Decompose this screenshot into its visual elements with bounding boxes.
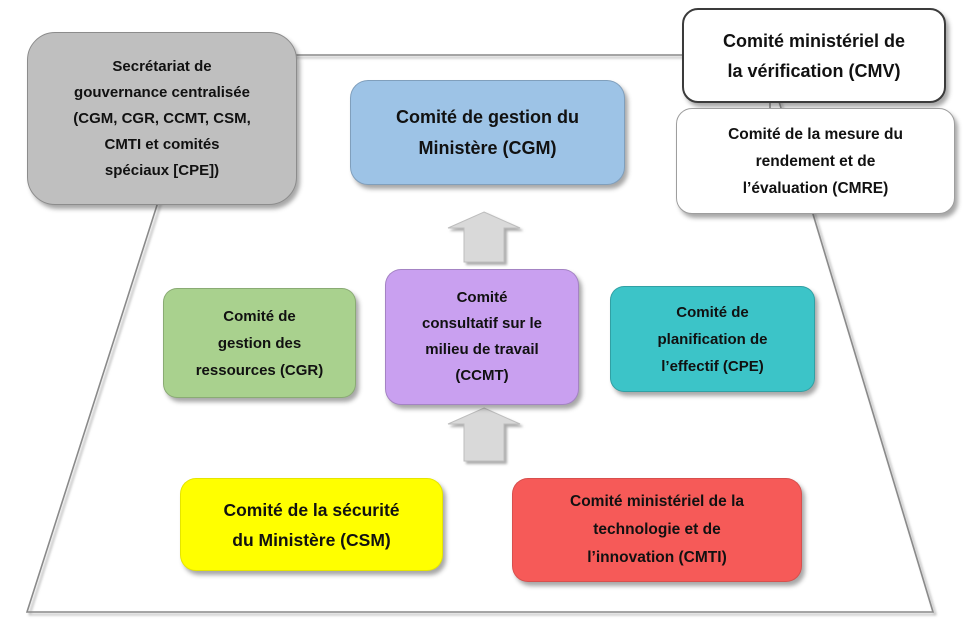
box-comite-gestion-ressources: Comité de gestion des ressources (CGR) — [163, 288, 356, 398]
box-csm-label: Comité de la sécurité du Ministère (CSM) — [223, 499, 400, 550]
box-comite-mesure-rendement: Comité de la mesure du rendement et de l… — [676, 108, 955, 214]
box-cmre-label: Comité de la mesure du rendement et de l… — [728, 125, 903, 197]
box-cmti-label: Comité ministériel de la technologie et … — [570, 493, 744, 566]
box-cgm-label: Comité de gestion du Ministère (CGM) — [395, 106, 579, 158]
box-comite-gestion-ministere: Comité de gestion du Ministère (CGM) — [350, 80, 625, 185]
box-ccmt-label: Comité consultatif sur le milieu de trav… — [421, 289, 543, 384]
box-comite-verification: Comité ministériel de la vérification (C… — [682, 8, 946, 103]
box-cmv-label: Comité ministériel de la vérification (C… — [722, 30, 906, 81]
box-secretariat-label: Secrétariat de gouvernance centralisée (… — [73, 57, 251, 179]
pyramid-outline — [25, 54, 935, 613]
up-arrow-icon — [447, 407, 521, 462]
box-cpe-label: Comité de planification de l’effectif (C… — [657, 303, 768, 375]
box-comite-planification-effectif: Comité de planification de l’effectif (C… — [610, 286, 815, 392]
box-comite-technologie-innovation: Comité ministériel de la technologie et … — [512, 478, 802, 582]
box-comite-securite-ministere: Comité de la sécurité du Ministère (CSM) — [180, 478, 443, 571]
box-secretariat-gouvernance: Secrétariat de gouvernance centralisée (… — [27, 32, 297, 205]
up-arrow-icon — [447, 211, 521, 263]
box-cgr-label: Comité de gestion des ressources (CGR) — [195, 307, 324, 379]
box-comite-consultatif-milieu-travail: Comité consultatif sur le milieu de trav… — [385, 269, 579, 405]
